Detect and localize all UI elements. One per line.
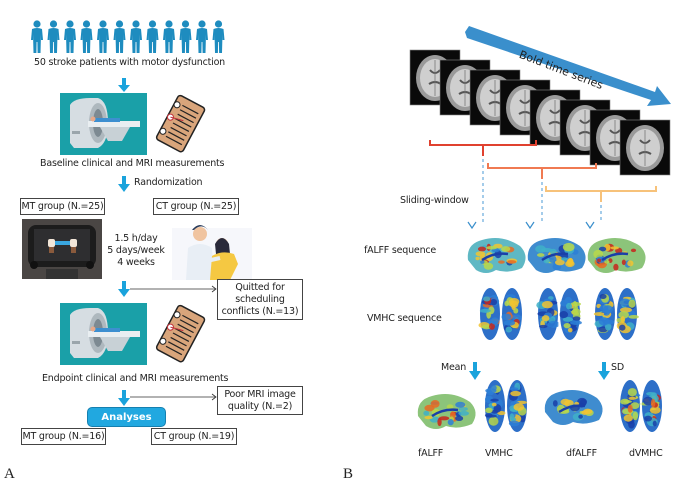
falff-seq-brain <box>467 238 526 273</box>
sliding-window-bracket <box>429 140 537 222</box>
flow-arrow-down-icon <box>118 78 130 92</box>
quit-line-3: conflicts (N.=13) <box>221 306 299 317</box>
dfalff-sd-brain <box>544 390 603 425</box>
result-label-falff: fALFF <box>418 448 444 459</box>
person-icon <box>130 20 142 53</box>
ct-group-end-box: CT group (N.=19) <box>151 428 237 445</box>
vmhc-mean-brain <box>484 380 528 432</box>
baseline-text: Baseline clinical and MRI measurements <box>40 158 225 169</box>
person-icon <box>47 20 60 53</box>
sliding-window-label: Sliding-window <box>400 195 469 206</box>
person-icon <box>146 20 159 53</box>
patients-icon-row <box>31 20 225 53</box>
panel-a-label: A <box>4 466 15 482</box>
mt-group-start-box: MT group (N.=25) <box>20 198 105 215</box>
mri-scanner-icon <box>60 93 147 155</box>
schedule-line-3: 4 weeks <box>117 257 155 268</box>
result-label-dvmhc: dVMHC <box>629 448 663 459</box>
sliding-window-brackets <box>429 140 657 222</box>
patients-text: 50 stroke patients with motor dysfunctio… <box>34 57 226 68</box>
bold-brain-slice <box>619 119 671 176</box>
person-icon <box>113 20 126 53</box>
falff-mean-brain <box>417 394 476 429</box>
vmhc-sequence-label: VMHC sequence <box>367 313 442 324</box>
sd-label: SD <box>611 362 624 373</box>
bold-image-stack <box>409 49 671 176</box>
brain-maps <box>417 238 662 432</box>
person-icon <box>196 20 208 53</box>
quit-flow-arrow-icon <box>118 281 217 297</box>
vmhc-seq-brain <box>536 288 582 340</box>
quit-line-2: scheduling <box>235 294 285 305</box>
quit-line-1: Quitted for <box>235 282 285 293</box>
person-icon <box>179 20 192 53</box>
window-arrow-tips <box>467 221 595 230</box>
panel-b-label: B <box>343 466 354 482</box>
vmhc-seq-brain <box>478 288 522 340</box>
analyses-badge: Analyses <box>87 407 166 427</box>
mt-group-end-box: MT group (N.=16) <box>21 428 106 445</box>
poor-mri-box: Poor MRI image quality (N.=2) <box>217 386 303 415</box>
result-label-dfalff: dfALFF <box>566 448 597 459</box>
falff-sequence-label: fALFF sequence <box>364 245 437 256</box>
ct-group-start-box: CT group (N.=25) <box>153 198 239 215</box>
person-icon <box>64 20 76 53</box>
conventional-therapy-illustration <box>172 225 252 280</box>
endpoint-text: Endpoint clinical and MRI measurements <box>42 373 229 384</box>
poor-mri-line-1: Poor MRI image <box>224 389 296 400</box>
clinical-form-endpoint-icon <box>155 304 206 363</box>
randomization-text: Randomization <box>134 177 203 188</box>
schedule-line-2: 5 days/week <box>107 245 165 256</box>
sliding-window-bracket <box>487 163 597 222</box>
clinical-form-icon <box>155 94 206 153</box>
mri-scanner-endpoint-icon <box>60 303 147 365</box>
person-icon <box>80 20 93 53</box>
schedule-line-1: 1.5 h/day <box>114 233 158 244</box>
sd-arrow-icon <box>598 362 610 380</box>
quit-box: Quitted for scheduling conflicts (N.=13) <box>217 279 303 320</box>
person-icon <box>212 20 225 53</box>
person-icon <box>97 20 109 53</box>
poor-mri-line-2: quality (N.=2) <box>227 401 293 412</box>
falff-seq-brain <box>527 238 586 273</box>
person-icon <box>31 20 43 53</box>
mirror-therapy-device-image <box>22 219 102 279</box>
falff-seq-brain <box>587 238 646 273</box>
person-icon <box>163 20 175 53</box>
mean-label: Mean <box>441 362 467 373</box>
vmhc-seq-brain <box>593 288 639 340</box>
dvmhc-sd-brain <box>620 380 662 432</box>
exclusion-flow-arrow-icon <box>118 390 217 406</box>
randomization-arrow-icon <box>118 176 130 192</box>
mean-arrow-icon <box>469 362 481 380</box>
result-label-vmhc: VMHC <box>485 448 513 459</box>
time-series-arrow-icon <box>465 26 671 106</box>
sliding-window-bracket <box>545 186 657 222</box>
